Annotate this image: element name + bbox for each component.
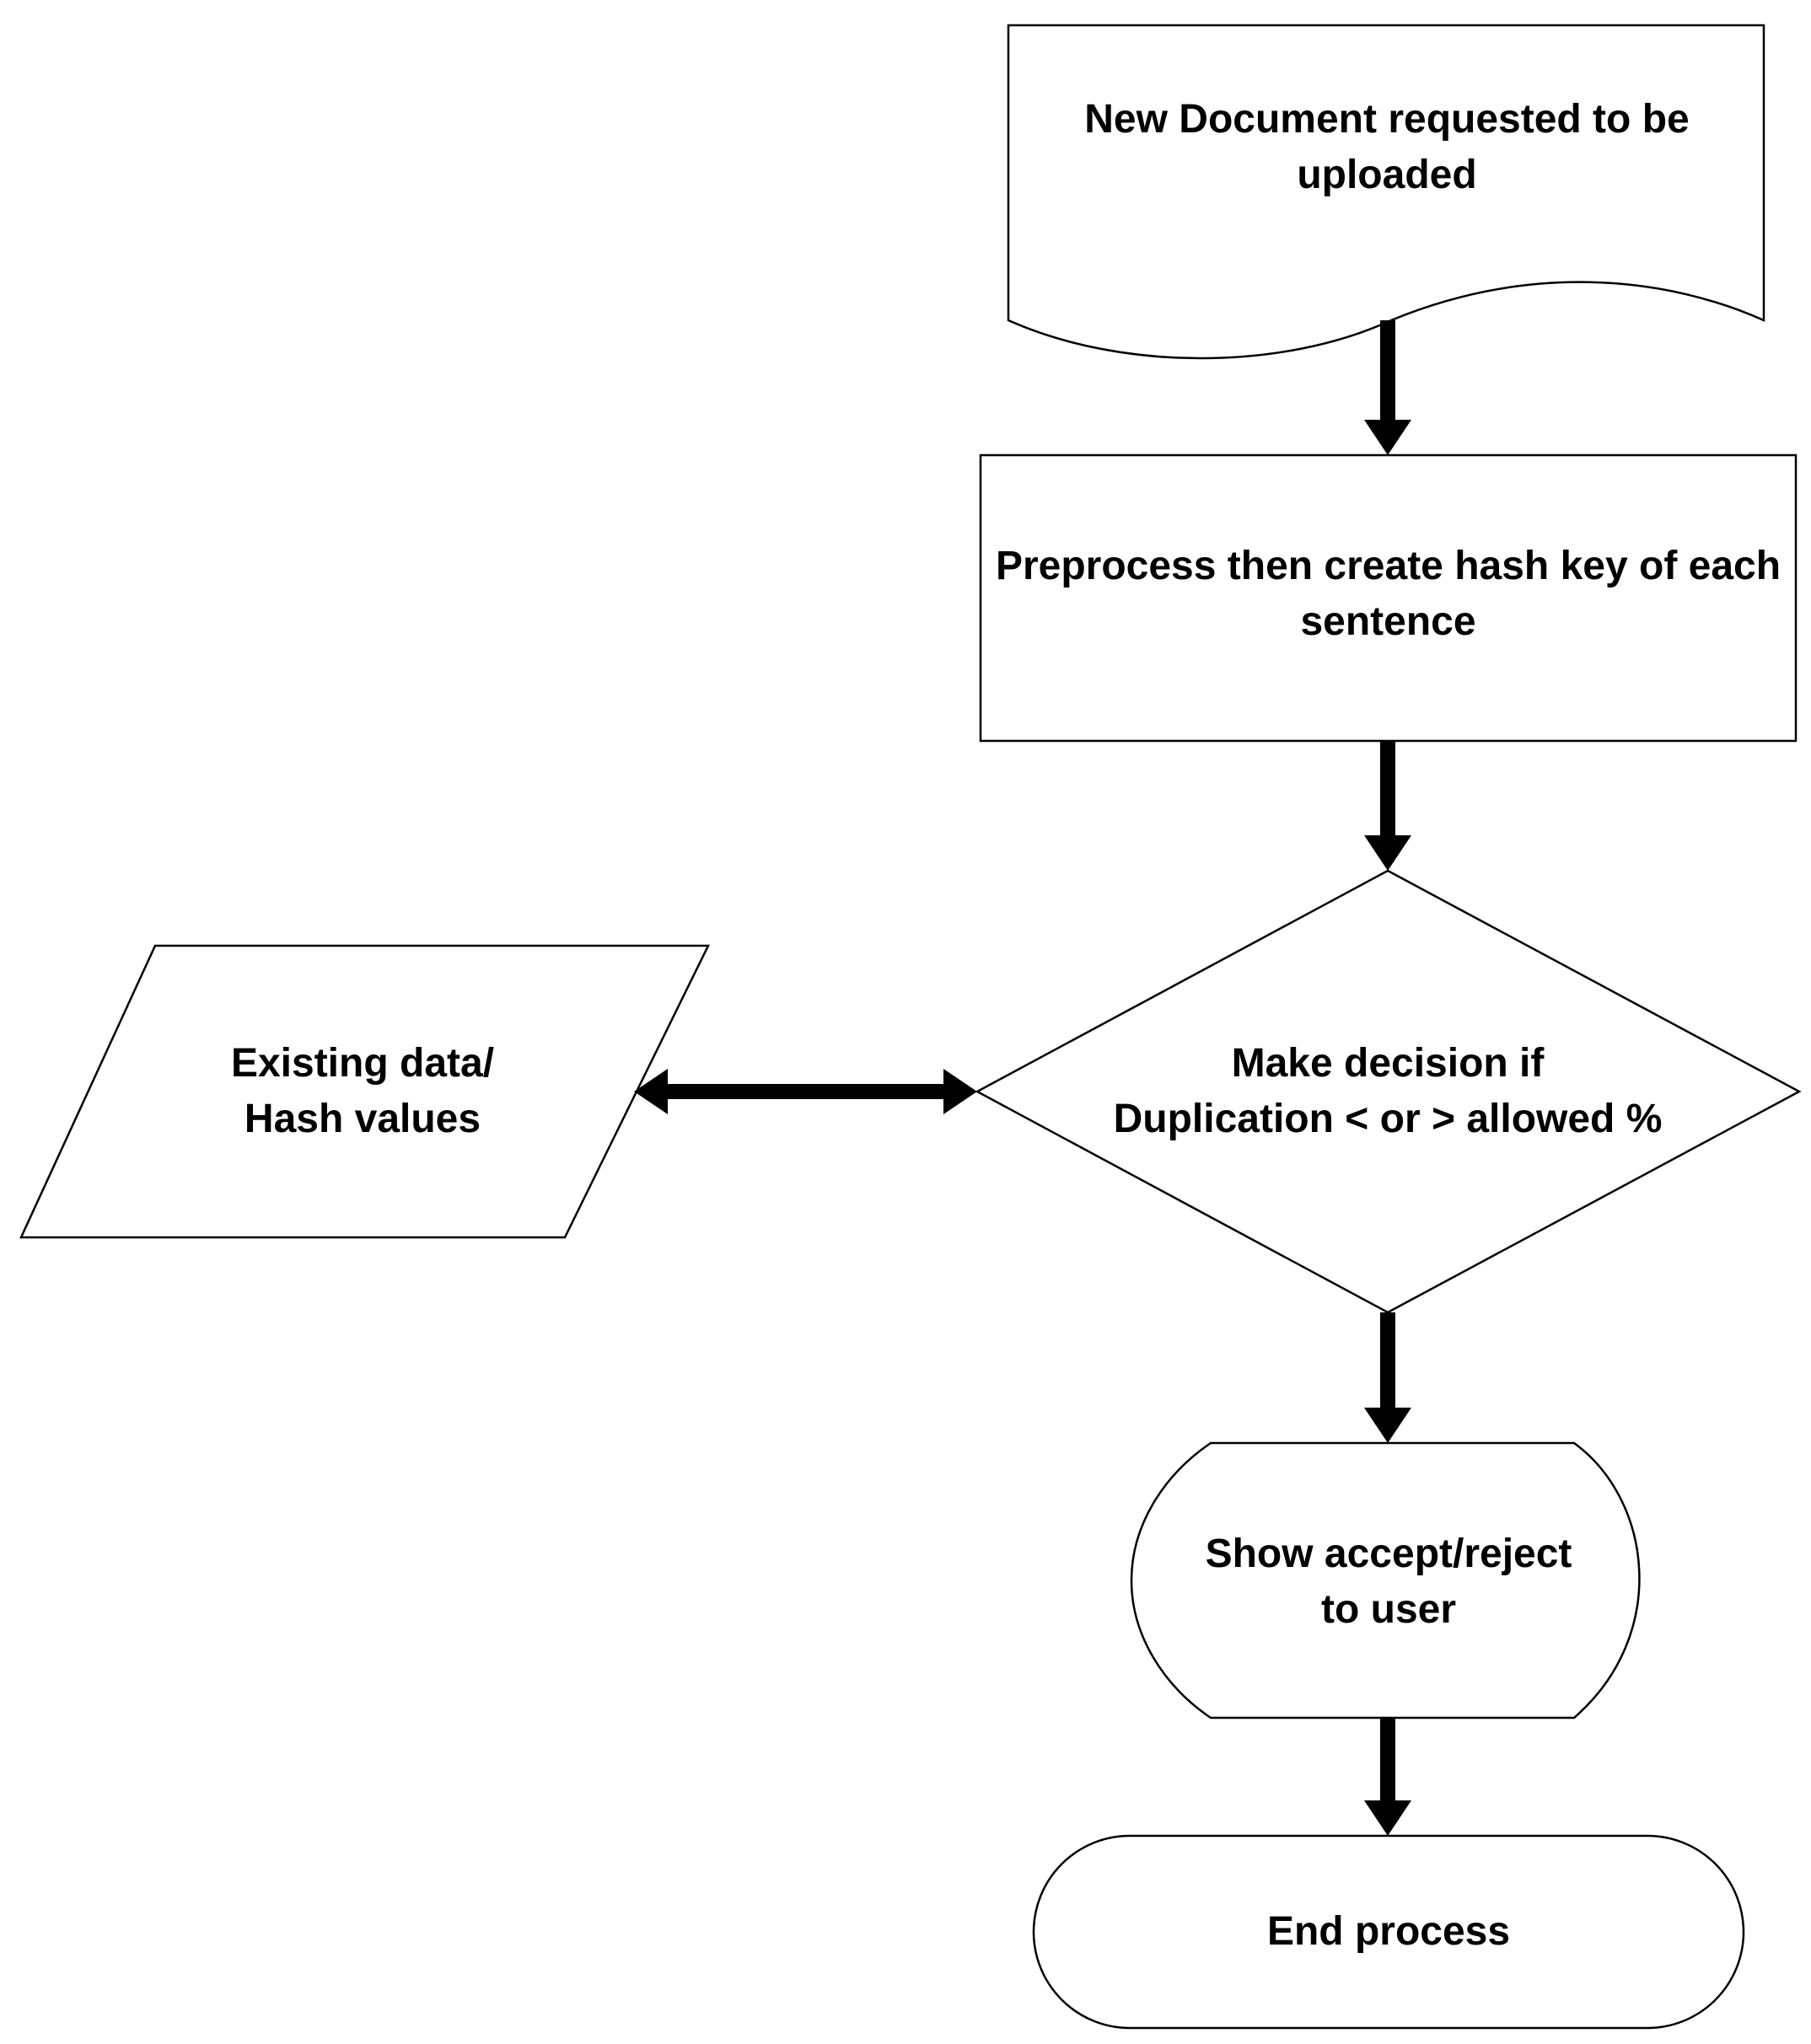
process-shape <box>979 453 1798 743</box>
document-shape <box>1007 24 1765 360</box>
data-node-label: Existing data/Hash values <box>230 1041 495 1141</box>
end-node-label: End process <box>1266 1909 1511 1954</box>
arrow-decision-to-display <box>1364 1312 1411 1443</box>
terminator-shape <box>1032 1834 1745 2030</box>
display-shape <box>1130 1441 1641 1719</box>
arrow-display-to-end <box>1364 1718 1411 1836</box>
arrow-preprocess-to-decision <box>1364 741 1411 871</box>
arrow-data-decision-two-way <box>634 1069 977 1114</box>
arrow-document-to-preprocess <box>1364 320 1411 455</box>
data-shape <box>19 944 711 1239</box>
